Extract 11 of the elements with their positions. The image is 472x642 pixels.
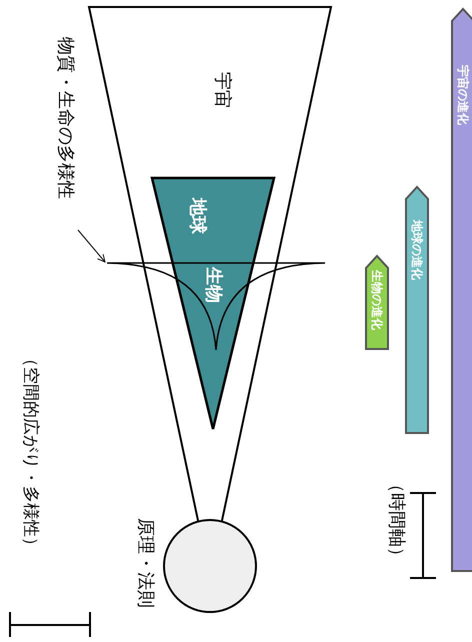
node-label: 地球 bbox=[188, 198, 206, 234]
node-label: 物質・生命の多様性 bbox=[56, 37, 74, 199]
axis-label: （時間軸） bbox=[387, 475, 405, 565]
arrow-label: 生物の進化 bbox=[371, 270, 383, 330]
node-caption: 原理・法則 bbox=[136, 518, 154, 608]
node-label: 宇宙 bbox=[213, 72, 231, 108]
arrow-label: 地球の進化 bbox=[411, 220, 423, 280]
node-label: 生物 bbox=[204, 267, 222, 303]
arrow-label: 宇宙の進化 bbox=[457, 65, 469, 125]
axis-label: （空間的広がり・多様性） bbox=[22, 350, 38, 554]
leader-line bbox=[78, 230, 106, 262]
